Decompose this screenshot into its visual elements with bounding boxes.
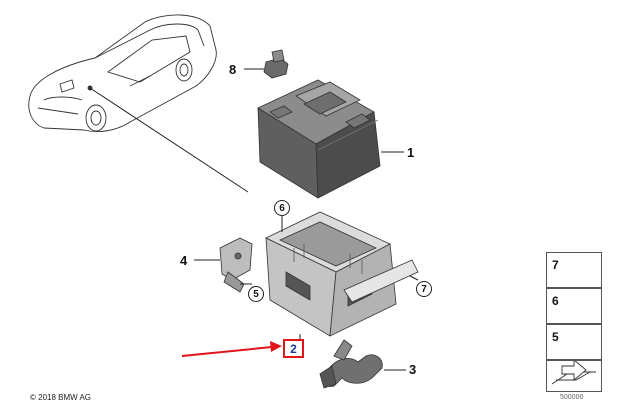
part-8-connector: [244, 49, 289, 79]
part-4-bracket: [194, 237, 253, 293]
leader-7: [409, 275, 419, 281]
side-part-number: 6: [552, 294, 559, 308]
car-outline-illustration: [28, 14, 217, 133]
callout-1[interactable]: 1: [407, 145, 415, 160]
side-part-number: 7: [552, 258, 559, 272]
part-2-battery-tray: [265, 211, 419, 340]
car-leader-line: [89, 87, 249, 193]
side-part-number: 5: [552, 330, 559, 344]
part-3-cable: [319, 339, 406, 389]
side-part-box-7[interactable]: 7: [546, 252, 602, 288]
side-part-box-5[interactable]: 5: [546, 324, 602, 360]
side-part-box-6[interactable]: 6: [546, 288, 602, 324]
red-arrow: [181, 341, 282, 357]
callout-3[interactable]: 3: [409, 362, 417, 377]
side-part-box-generic[interactable]: [546, 360, 602, 392]
callout-2-highlighted[interactable]: 2: [283, 339, 304, 358]
diagram-number: 500000: [560, 394, 584, 401]
generic-part-arrow-icon: [551, 359, 596, 385]
callout-4[interactable]: 4: [180, 253, 188, 268]
copyright-text: © 2018 BMW AG: [30, 393, 92, 402]
callout-5-circled[interactable]: 5: [248, 286, 264, 302]
part-1-battery: [257, 79, 404, 199]
callout-7-circled[interactable]: 7: [416, 281, 432, 297]
callout-6-circled[interactable]: 6: [274, 200, 290, 216]
callout-8[interactable]: 8: [229, 62, 237, 77]
